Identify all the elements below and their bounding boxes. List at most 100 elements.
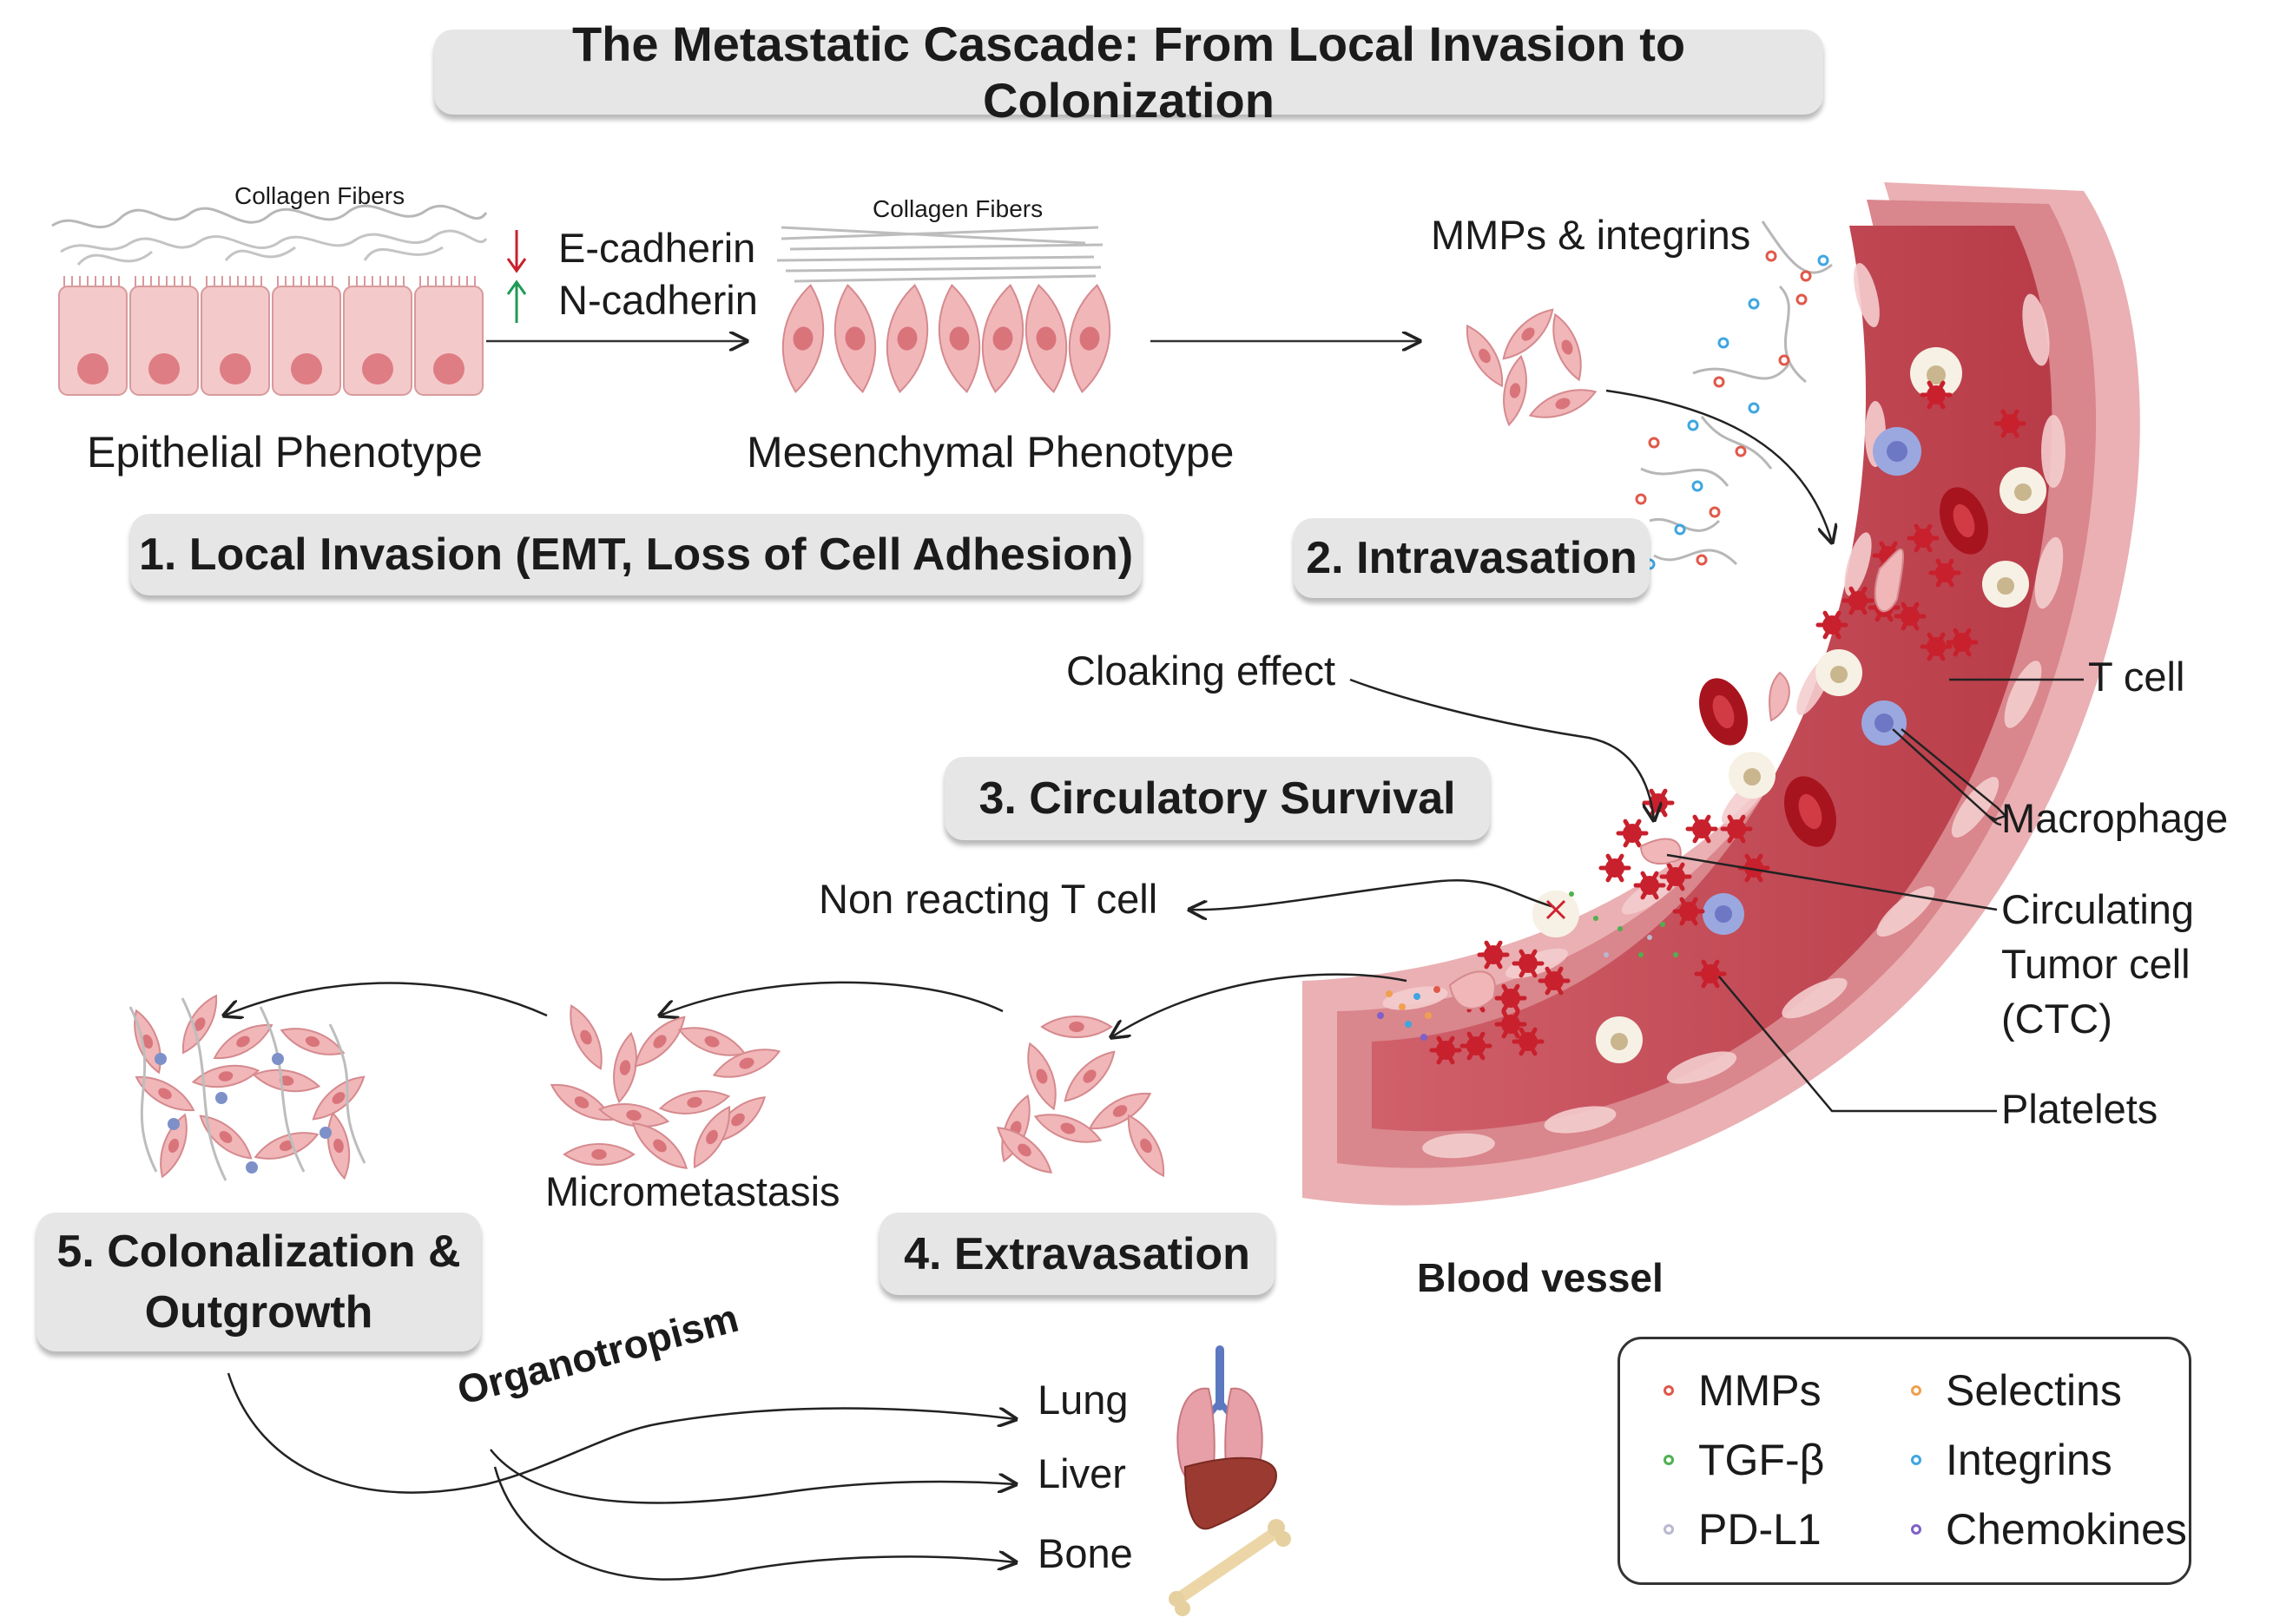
- legend-label: PD-L1: [1698, 1505, 1822, 1554]
- epithelial-cell: [343, 276, 412, 396]
- molecule-dot: [1713, 376, 1725, 388]
- blocked-x-icon: [1545, 899, 1566, 920]
- bone-icon: [1169, 1519, 1291, 1616]
- page-title: The Metastatic Cascade: From Local Invas…: [571, 16, 1686, 128]
- platelet: [1920, 632, 1953, 661]
- step-1-label: 1. Local Invasion (EMT, Loss of Cell Adh…: [138, 529, 1134, 580]
- molecule-dot: [1778, 354, 1790, 366]
- collagen-label-mesenchymal: Collagen Fibers: [873, 195, 1044, 222]
- collagen-label-epithelial: Collagen Fibers: [234, 182, 405, 209]
- tumor-cell: [1064, 1050, 1116, 1102]
- colony-cell: [135, 1075, 195, 1112]
- platelet: [1920, 380, 1953, 410]
- tumor-cell: [1040, 1016, 1113, 1038]
- tumor-cell: [1528, 389, 1598, 418]
- colony-cells: [128, 994, 366, 1181]
- platelet: [1477, 940, 1510, 970]
- n-cadherin-label: N-cadherin: [558, 277, 758, 323]
- platelet: [1841, 586, 1874, 615]
- platelets-label: Platelets: [2001, 1086, 2158, 1132]
- integrin-dot: [246, 1161, 258, 1174]
- ecm-fibers: [1640, 220, 1833, 566]
- step-2-label: 2. Intravasation: [1306, 533, 1637, 583]
- epithelial-phenotype-label: Epithelial Phenotype: [87, 428, 483, 477]
- epithelial-cell: [414, 276, 484, 396]
- molecule-dot: [1674, 523, 1686, 536]
- micrometastasis-cell: [597, 1103, 670, 1128]
- platelet: [1685, 814, 1718, 844]
- molecule-dot: [1800, 270, 1812, 282]
- step-4-extravasation: 4. Extravasation: [880, 1213, 1275, 1295]
- e-cadherin-label: E-cadherin: [558, 225, 756, 271]
- micrometastasis-cell: [570, 1004, 603, 1070]
- colony-cell: [280, 1028, 346, 1055]
- platelet: [1538, 966, 1571, 996]
- micrometastasis-cell: [563, 1143, 636, 1166]
- cloaking-effect-label: Cloaking effect: [1066, 648, 1336, 694]
- platelet: [1598, 853, 1631, 883]
- micrometastasis-cell: [658, 1090, 731, 1114]
- micrometastasis-cell: [634, 1016, 686, 1068]
- ctc-label-line-2: Tumor cell: [2001, 941, 2191, 987]
- legend-item: PD-L1: [1664, 1504, 1822, 1555]
- legend-item: TGF-β: [1664, 1435, 1824, 1485]
- micrometastasis-label: Micrometastasis: [545, 1168, 840, 1214]
- step-3-circulatory-survival: 3. Circulatory Survival: [945, 757, 1490, 840]
- molecule-dot: [1748, 402, 1760, 414]
- legend-label: Integrins: [1946, 1436, 2112, 1484]
- platelet: [1659, 862, 1692, 891]
- collagen-fiber: [181, 997, 227, 1181]
- integrin-dot: [215, 1092, 227, 1104]
- platelet: [1928, 558, 1961, 588]
- molecule-dot: [1765, 250, 1777, 262]
- lung-label: Lung: [1038, 1377, 1129, 1423]
- step-5-label-line-2: Outgrowth: [144, 1287, 373, 1338]
- blood-vessel-label: Blood vessel: [1417, 1255, 1664, 1300]
- molecule-dot: [1817, 254, 1829, 266]
- collagen-fiber: [328, 1023, 366, 1164]
- micrometastasis-cell: [613, 1031, 637, 1104]
- integrin-dot: [168, 1118, 180, 1130]
- t-cell-label: T cell: [2088, 654, 2185, 700]
- integrin-dot: [320, 1127, 332, 1139]
- step-5-label-line-1: 5. Colonalization &: [56, 1226, 461, 1277]
- epithelial-cell: [129, 276, 199, 396]
- molecule-dot: [1709, 506, 1721, 518]
- tumor-cell: [1552, 312, 1582, 382]
- tumor-cell: [996, 1127, 1053, 1174]
- platelet: [1494, 1009, 1527, 1039]
- step-5-colonization: 5. Colonalization & Outgrowth: [36, 1213, 481, 1351]
- tumor-cell: [1466, 324, 1504, 388]
- tumor-cell: [1127, 1114, 1165, 1178]
- molecule-dot: [1691, 480, 1703, 492]
- colony-cell: [191, 1064, 260, 1088]
- legend-dot-icon: [1664, 1385, 1674, 1396]
- epithelial-layer: [51, 204, 488, 396]
- colony-cell: [213, 1023, 273, 1060]
- legend-item: Chemokines: [1911, 1504, 2187, 1555]
- integrin-dot: [272, 1053, 284, 1065]
- collagen-fiber: [259, 1006, 306, 1173]
- macrophage-label: Macrophage: [2001, 795, 2229, 841]
- legend-dot-icon: [1664, 1524, 1674, 1535]
- mesenchymal-cell: [781, 284, 825, 393]
- step-2-intravasation: 2. Intravasation: [1294, 518, 1650, 598]
- micrometastasis-cell: [712, 1049, 781, 1078]
- legend-label: MMPs: [1698, 1366, 1822, 1415]
- step-3-label: 3. Circulatory Survival: [978, 773, 1456, 824]
- molecule-dot: [1717, 337, 1729, 349]
- micrometastasis-cells: [550, 1004, 781, 1169]
- mesenchymal-cell: [1068, 284, 1111, 393]
- e-cadherin-down-arrow-icon: [506, 230, 527, 273]
- colony-cell: [134, 1009, 161, 1075]
- tumor-cell: [1027, 1042, 1057, 1111]
- molecule-dot: [1795, 293, 1808, 306]
- mesenchymal-cell: [833, 284, 877, 393]
- colony-cell: [254, 1132, 320, 1160]
- molecule-dot: [1648, 437, 1660, 449]
- platelet: [1694, 959, 1727, 989]
- platelet: [1429, 1036, 1462, 1065]
- ctc-label-line-3: (CTC): [2001, 996, 2112, 1042]
